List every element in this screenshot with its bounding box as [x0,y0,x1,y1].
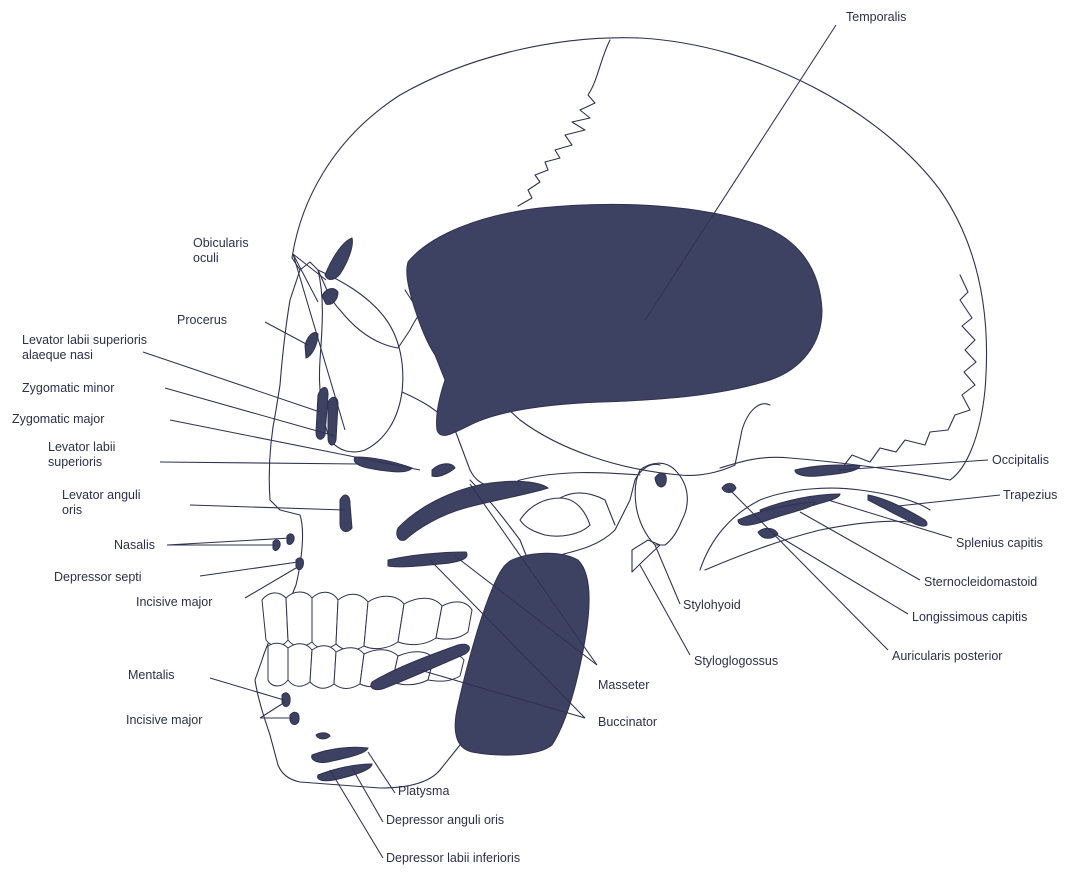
label-zygomatic-minor: Zygomatic minor [22,381,114,396]
label-styloglossus: Styloglogossus [694,654,778,669]
label-buccinator: Buccinator [598,715,657,730]
levator-labii-muscle [354,457,412,472]
nasalis-muscle-2 [287,534,294,545]
label-levator-labii-superioris-alaeque-nasi: Levator labii superioris alaeque nasi [22,333,147,363]
label-platysma: Platysma [398,784,449,799]
label-sternocleidomastoid: Sternocleidomastoid [924,575,1037,590]
label-incisive-major-lower: Incisive major [126,713,202,728]
longissimus-muscle [758,528,778,538]
label-incisive-major-upper: Incisive major [136,595,212,610]
label-levator-anguli-line2: oris [62,503,141,518]
platysma-muscle-3 [316,733,330,739]
label-auricularis-posterior: Auricularis posterior [892,649,1002,664]
label-mentalis: Mentalis [128,668,175,683]
zygomatic-major-muscle [432,464,455,477]
auricularis-muscle [722,484,736,493]
label-levator-labii-alaeque-line2: alaeque nasi [22,348,147,363]
label-occipitalis: Occipitalis [992,453,1049,468]
platysma-muscle-2 [318,764,372,781]
depressor-septi-muscle [296,558,304,570]
temporalis-muscle [407,204,822,435]
label-depressor-labii-inferioris: Depressor labii inferioris [386,851,520,866]
label-trapezius: Trapezius [1003,488,1057,503]
coronoid-notch [520,498,590,536]
label-levator-labii-alaeque-line1: Levator labii superioris [22,333,147,348]
label-temporalis: Temporalis [846,10,906,25]
coronal-suture [518,40,610,206]
lambdoid-suture [842,275,976,468]
stylohyoid-muscle [655,473,666,487]
label-procerus: Procerus [177,313,227,328]
label-zygomatic-major: Zygomatic major [12,412,104,427]
platysma-muscle-1 [312,747,368,762]
label-levator-labii-line2: superioris [48,455,115,470]
occipital-lower [705,521,910,570]
occipitalis-muscle [795,465,860,476]
label-levator-anguli-line1: Levator anguli [62,488,141,503]
procerus-muscle [305,333,318,358]
zygomatic-minor-muscle [328,397,338,445]
label-depressor-anguli-oris: Depressor anguli oris [386,813,504,828]
label-masseter: Masseter [598,678,649,693]
levator-anguli-muscle [340,495,352,531]
label-levator-labii-superioris: Levator labii superioris [48,440,115,470]
label-obicularis-oculi-line1: Obicularis [193,236,249,251]
label-stylohyoid: Stylohyoid [683,598,741,613]
label-nasalis: Nasalis [114,538,155,553]
label-levator-labii-line1: Levator labii [48,440,115,455]
buccinator-upper-muscle [397,481,548,540]
orbicularis-oculi-lower [322,289,338,305]
upper-teeth [262,592,472,650]
orbicularis-oculi-upper [325,238,352,279]
label-longissimus-capitis: Longissimous capitis [912,610,1027,625]
buccinator-mid-muscle [388,552,467,567]
label-levator-anguli-oris: Levator anguli oris [62,488,141,518]
label-obicularis-oculi: Obicularis oculi [193,236,249,266]
label-depressor-septi: Depressor septi [54,570,142,585]
label-obicularis-oculi-line2: oculi [193,251,249,266]
label-splenius-capitis: Splenius capitis [956,536,1043,551]
